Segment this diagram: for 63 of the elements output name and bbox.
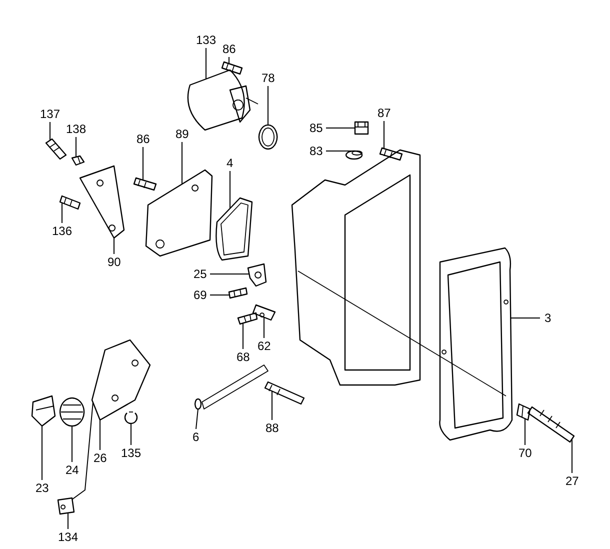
- callout-number: 135: [121, 446, 142, 460]
- callout-number: 83: [310, 144, 323, 158]
- callout-number: 6: [192, 430, 200, 444]
- bolt-drawing: [527, 406, 575, 443]
- assembly-line: [72, 402, 94, 500]
- bolt-drawing: [264, 381, 305, 405]
- bracket-plate-drawing: [79, 165, 125, 239]
- callout-number: 133: [196, 33, 216, 47]
- leader-line: [242, 322, 244, 350]
- callout-number: 69: [194, 288, 207, 302]
- nut-drawing: [516, 403, 531, 421]
- leader-line: [196, 408, 198, 430]
- callout-number: 78: [262, 71, 275, 85]
- callout-number: 70: [518, 446, 532, 460]
- leader-line: [130, 423, 132, 446]
- o-ring-drawing: [258, 124, 278, 150]
- plate-drawing: [247, 263, 267, 287]
- block-drawing: [57, 497, 75, 515]
- cover-plate-drawing: [145, 169, 213, 257]
- bolt-drawing: [221, 61, 243, 75]
- bolt-drawing: [133, 177, 157, 191]
- bolt-drawing: [228, 287, 248, 299]
- plug-drawing: [31, 395, 56, 427]
- callout-number: 26: [94, 451, 107, 465]
- leader-line: [326, 150, 354, 152]
- clip-drawing: [124, 412, 138, 424]
- plug-drawing: [354, 121, 369, 135]
- callout-number: 3: [544, 311, 552, 325]
- callout-number: 68: [236, 350, 250, 364]
- leader-line: [524, 418, 526, 446]
- callout-number: 62: [258, 339, 271, 353]
- leader-line: [142, 146, 144, 181]
- plate-drawing: [252, 304, 276, 321]
- callout-number: 88: [266, 421, 279, 435]
- bolt-drawing: [45, 138, 67, 160]
- bolt-drawing: [379, 147, 403, 161]
- callout-number: 134: [58, 530, 78, 544]
- spring-drawing: [59, 397, 85, 427]
- callout-number: 23: [36, 481, 49, 495]
- callout-number: 89: [176, 127, 189, 141]
- callout-number: 85: [310, 121, 323, 135]
- callout-number: 137: [40, 107, 60, 121]
- callout-number: 136: [52, 224, 72, 238]
- solenoid-drawing: [187, 69, 258, 131]
- leader-line: [228, 56, 230, 64]
- callout-number: 87: [378, 106, 391, 120]
- callout-number: 24: [66, 463, 79, 477]
- callout-number: 86: [222, 42, 236, 56]
- bolt-drawing: [237, 312, 258, 325]
- leader-line: [210, 294, 230, 296]
- shaft-drawing: [194, 364, 268, 410]
- callout-number: 27: [566, 474, 579, 488]
- gasket-drawing: [439, 247, 513, 441]
- callout-number: 138: [66, 122, 86, 136]
- gasket-drawing: [216, 197, 253, 261]
- callout-number: 90: [108, 255, 121, 269]
- lever-drawing: [91, 339, 151, 421]
- nut-drawing: [71, 155, 85, 166]
- washer-drawing: [345, 150, 363, 160]
- callout-number: 86: [136, 132, 150, 146]
- bolt-drawing: [59, 195, 81, 210]
- callout-number: 4: [226, 156, 234, 170]
- callout-number: 25: [194, 267, 207, 281]
